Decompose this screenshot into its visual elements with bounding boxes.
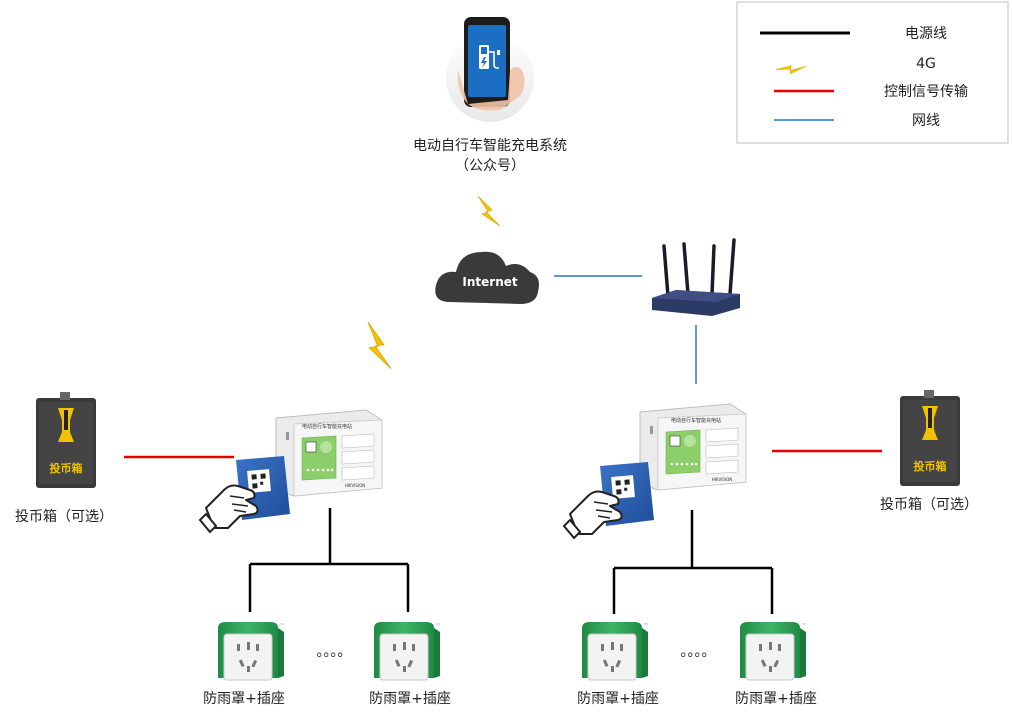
outlet-4-label: 防雨罩+插座 [735, 691, 817, 707]
power-tree-left [248, 508, 410, 612]
cloud-label: Internet [462, 275, 517, 289]
legend-power-line-label: 电源线 [905, 26, 947, 42]
outlet-3-icon [581, 621, 649, 681]
coin-box-right-icon-text: 投币箱 [914, 459, 947, 473]
phone-caption-line1: 电动自行车智能充电系统 [413, 137, 567, 154]
charging-station-left-icon [275, 409, 383, 497]
charging-station-left-brand: HIKVISION [345, 483, 366, 488]
coin-box-left-icon-text: 投币箱 [50, 461, 83, 475]
power-tree-right [612, 510, 774, 614]
hand-card-right-icon [563, 461, 655, 539]
hand-card-left-icon [199, 455, 291, 533]
legend [736, 1, 1009, 144]
4g-bolt-icon-top [477, 195, 501, 227]
coin-box-left-label: 投币箱（可选） [15, 509, 113, 525]
legend-4g-label: 4G [916, 56, 936, 72]
phone-icon [446, 17, 534, 122]
charging-station-left-title: 电动自行车智能充电站 [302, 423, 352, 430]
legend-network-line-label: 网线 [912, 113, 940, 129]
outlet-3-label: 防雨罩+插座 [577, 691, 659, 707]
outlet-4-icon [739, 621, 807, 681]
outlet-1-label: 防雨罩+插座 [203, 691, 285, 707]
router-icon [652, 238, 740, 316]
outlet-2-icon [373, 621, 441, 681]
4g-bolt-icon-left [360, 321, 399, 370]
legend-control-signal-label: 控制信号传输 [884, 84, 968, 100]
outlet-1-icon [217, 621, 285, 681]
outlet-2-label: 防雨罩+插座 [369, 691, 451, 707]
charging-station-right-brand: HIKVISION [712, 477, 733, 482]
outlet-ellipsis-left: 。。。。 [317, 644, 352, 660]
outlet-ellipsis-right: 。。。。 [681, 644, 716, 660]
coin-box-right-label: 投币箱（可选） [880, 497, 978, 513]
cloud-icon [435, 251, 539, 304]
phone-caption-line2: （公众号） [455, 158, 525, 174]
charging-station-right-title: 电动自行车智能充电站 [671, 417, 721, 424]
